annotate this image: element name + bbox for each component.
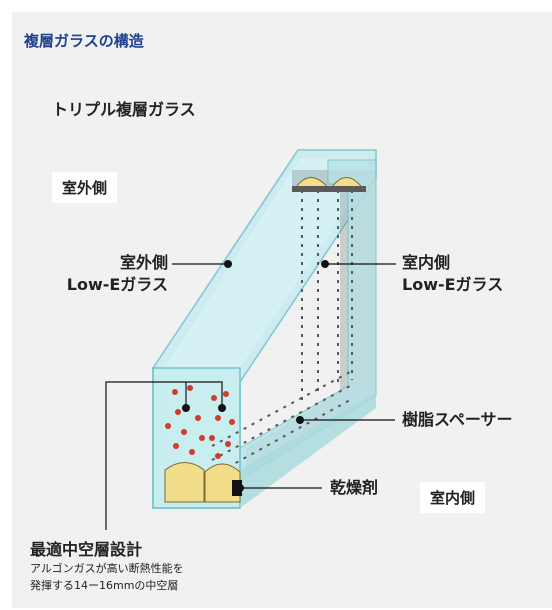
spacer-dots-vertical — [301, 190, 353, 400]
argon-note-line1: アルゴンガスが高い断熱性能を — [30, 562, 184, 575]
desiccant-top-band — [292, 186, 366, 192]
page-title: 複層ガラスの構造 — [24, 32, 144, 50]
desiccant-label: 乾燥剤 — [330, 478, 379, 497]
leader-dots — [182, 260, 329, 492]
indoor-glass-label: 室内側 Low-Eガラス — [402, 252, 503, 296]
indoor-glass-label-line1: 室内側 — [402, 253, 451, 272]
indoor-side-label: 室内側 — [420, 482, 486, 513]
indoor-glass-label-line2: Low-Eガラス — [402, 275, 504, 294]
resin-spacer-label: 樹脂スペーサー — [402, 410, 513, 429]
outdoor-glass-label: 室外側 Low-Eガラス — [56, 252, 168, 296]
desiccant-bottom-right — [204, 463, 241, 503]
bottom-edge — [240, 392, 376, 508]
outdoor-glass-label-line2: Low-Eガラス — [66, 275, 168, 294]
optimal-cavity-design-label: 最適中空層設計 — [30, 540, 143, 559]
argon-note-line2: 発揮する14ー16mmの中空層 — [30, 579, 179, 592]
leader-lines — [105, 263, 396, 530]
outdoor-side-label: 室外側 — [52, 172, 118, 203]
glass-type-heading: トリプル複層ガラス — [52, 100, 196, 119]
desiccant-bottom-left — [164, 462, 205, 503]
argon-gas-dots — [165, 385, 235, 459]
outdoor-glass-label-line1: 室外側 — [119, 253, 168, 272]
argon-note: アルゴンガスが高い断熱性能を 発揮する14ー16mmの中空層 — [30, 560, 184, 594]
